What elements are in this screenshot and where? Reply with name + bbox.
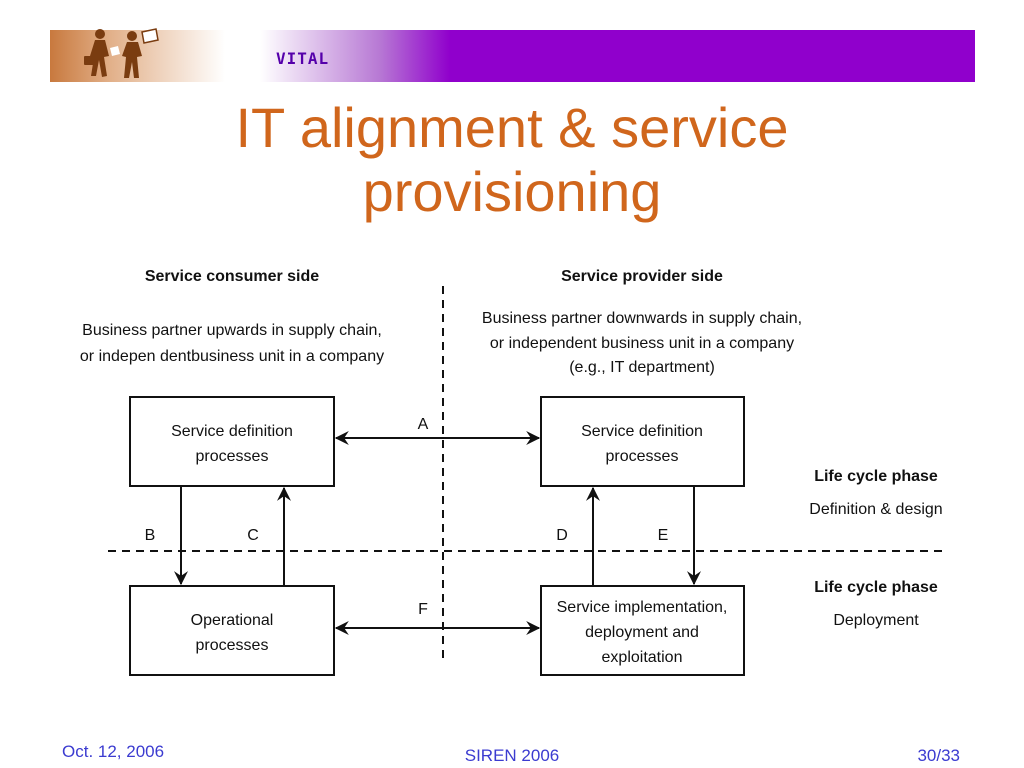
phase-definition-heading: Life cycle phase xyxy=(814,468,938,485)
arrow-label-a: A xyxy=(418,416,429,433)
provider-desc-line-1: Business partner downwards in supply cha… xyxy=(482,310,802,327)
footer-event: SIREN 2006 xyxy=(464,746,560,765)
phase-deployment-heading: Life cycle phase xyxy=(814,579,938,596)
header-band xyxy=(50,30,975,82)
implementation-line-1: Service implementation, xyxy=(557,599,728,616)
footer-date: Oct. 12, 2006 xyxy=(62,742,165,761)
arrow-label-e: E xyxy=(658,527,669,544)
consumer-desc-line-1: Business partner upwards in supply chain… xyxy=(82,322,382,339)
provider-definition-line-2: processes xyxy=(606,448,679,465)
implementation-line-2: deployment and xyxy=(585,624,699,641)
consumer-side-heading: Service consumer side xyxy=(145,268,319,285)
provider-definition-line-1: Service definition xyxy=(581,423,703,440)
phase-deployment-name: Deployment xyxy=(833,612,919,629)
slide-title-line-2: provisioning xyxy=(362,160,662,223)
implementation-box: Service implementation, deployment and e… xyxy=(540,585,745,676)
footer-page-number: 30/33 xyxy=(917,746,960,765)
provider-definition-box: Service definition processes xyxy=(540,396,745,487)
arrow-label-b: B xyxy=(145,527,156,544)
provider-desc-line-2: or independent business unit in a compan… xyxy=(490,335,794,352)
provider-desc-line-3: (e.g., IT department) xyxy=(569,359,715,376)
consumer-definition-line-2: processes xyxy=(196,448,269,465)
walking-people-logo-icon xyxy=(84,28,159,78)
provider-side-heading: Service provider side xyxy=(561,268,723,285)
slide-title-line-1: IT alignment & service xyxy=(235,96,789,159)
consumer-definition-line-1: Service definition xyxy=(171,423,293,440)
consumer-definition-box: Service definition processes xyxy=(129,396,335,487)
phase-definition-name: Definition & design xyxy=(809,501,942,518)
brand-label: VITAL xyxy=(276,49,330,68)
slide-title: IT alignment & service provisioning xyxy=(0,96,1024,224)
implementation-line-3: exploitation xyxy=(602,649,683,666)
operational-box: Operational processes xyxy=(129,585,335,676)
arrow-label-d: D xyxy=(556,527,568,544)
operational-line-2: processes xyxy=(196,637,269,654)
operational-line-1: Operational xyxy=(191,612,274,629)
consumer-desc-line-2: or indepen dentbusiness unit in a compan… xyxy=(80,348,384,365)
arrow-label-c: C xyxy=(247,527,259,544)
arrow-label-f: F xyxy=(418,601,428,618)
